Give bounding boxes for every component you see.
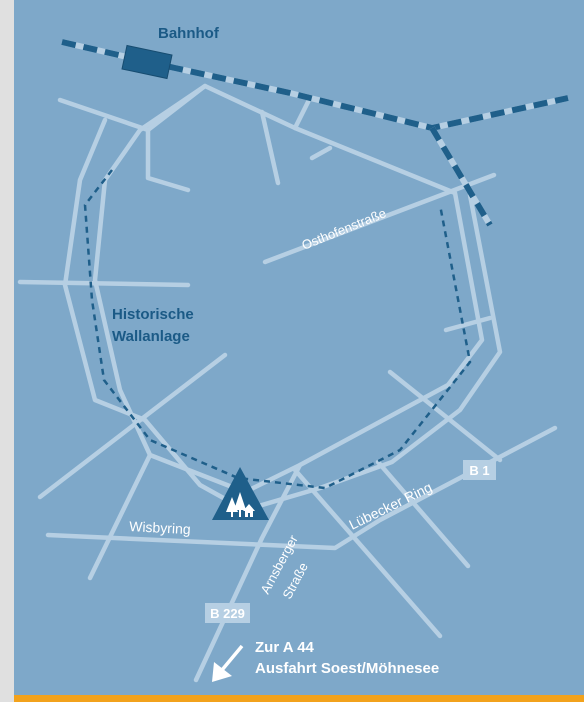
arrow-southwest-icon: [212, 644, 244, 682]
southeast-road-2: [375, 459, 471, 569]
area-label-line2: Wallanlage: [112, 328, 190, 345]
exit-note-line2: Ausfahrt Soest/Möhnesee: [255, 660, 439, 677]
station-label: Bahnhof: [158, 25, 220, 42]
road-north-stub: [259, 109, 281, 186]
arnsberger-road: [193, 462, 303, 683]
railway: [61, 39, 569, 227]
station-icon[interactable]: [121, 44, 173, 80]
southwest-diagonal-road: [37, 352, 228, 500]
south-west-road: [87, 452, 153, 581]
east-road-stub: [443, 315, 493, 333]
west-road: [17, 279, 191, 288]
road-north-spur: [292, 95, 313, 131]
road-network: [17, 83, 558, 683]
street-label-wisbyring: Wisbyring: [129, 518, 191, 537]
osthofen-road: [262, 172, 497, 265]
promenade-route: [83, 169, 472, 490]
road-north-small: [309, 145, 333, 161]
exit-note-line1: Zur A 44: [255, 639, 315, 656]
venue-tent-icon[interactable]: [212, 467, 269, 520]
road-badge-b1: B 1: [463, 460, 496, 480]
road-badge-b1-label: B 1: [469, 463, 489, 478]
southeast-road: [292, 467, 443, 639]
road-northwest-stub: [145, 127, 191, 193]
east-diagonal-road: [387, 369, 503, 463]
area-label-line1: Historische: [112, 306, 194, 323]
railway-branch-dashes: [429, 126, 493, 227]
bottom-accent-bar: [14, 695, 584, 702]
road-badge-b229-label: B 229: [210, 606, 245, 621]
road-badge-b229: B 229: [205, 603, 250, 623]
